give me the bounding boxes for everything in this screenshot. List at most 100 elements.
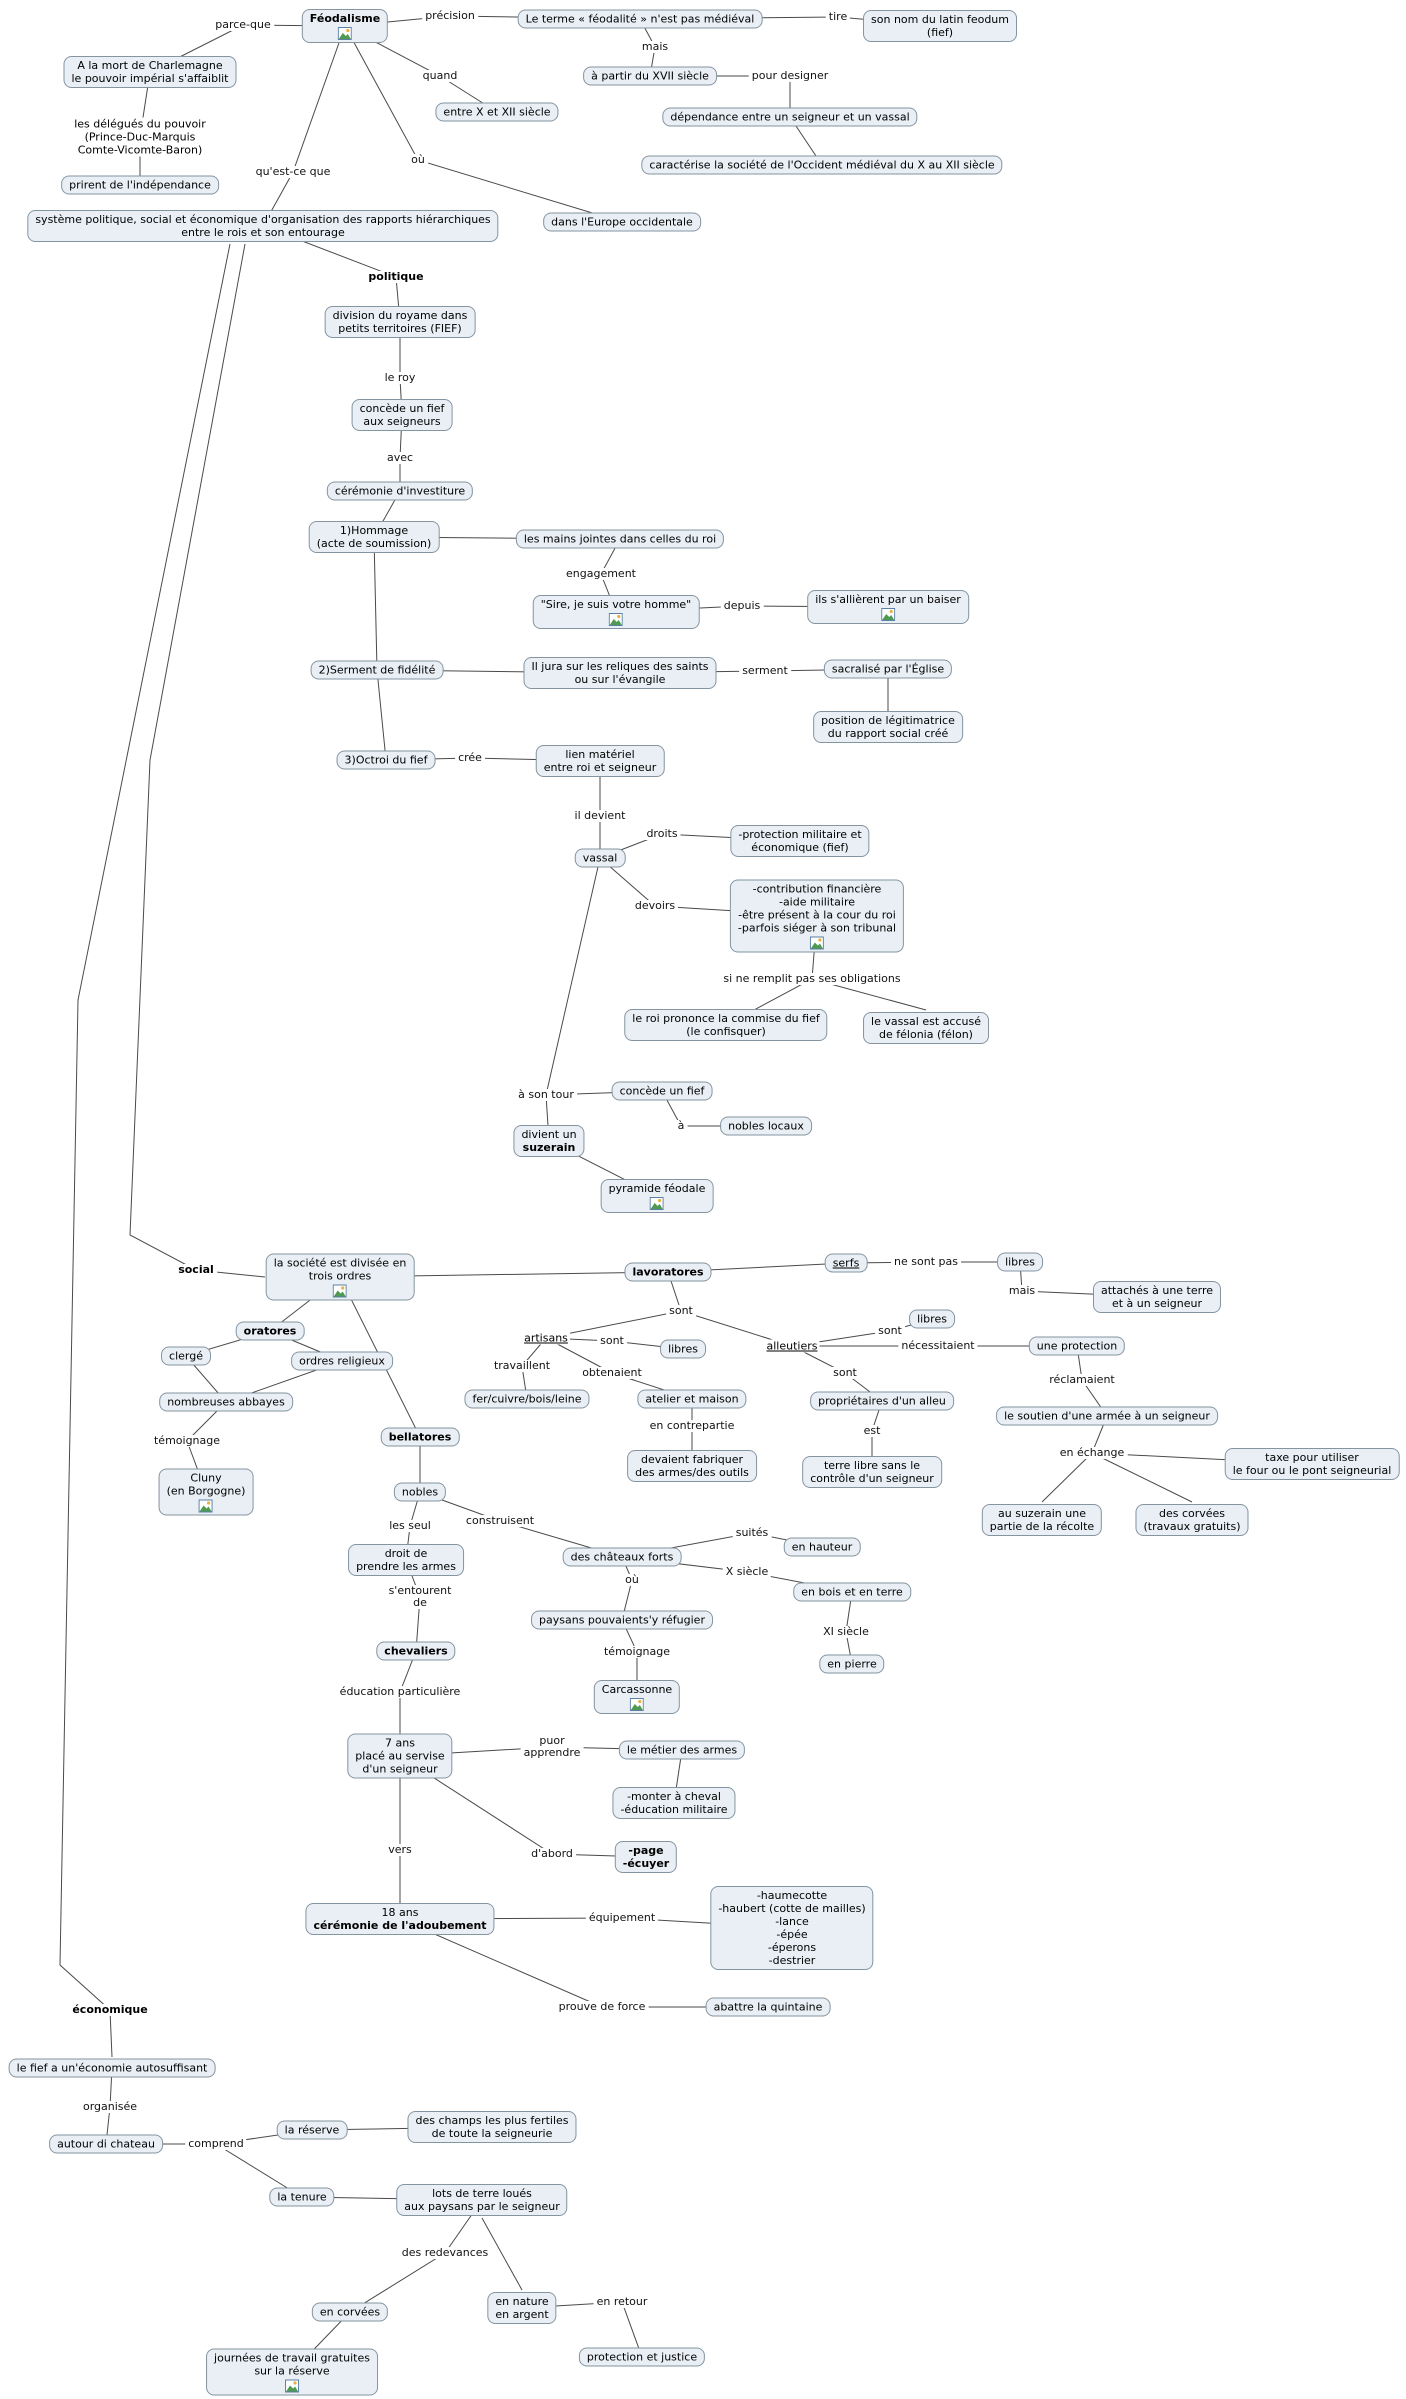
concept-vassal[interactable]: vassal [574,848,626,868]
link-phrase[interactable]: qu'est-ce que [252,166,334,178]
concept-serment2[interactable]: 2)Serment de fidélité [310,660,444,680]
link-phrase[interactable]: sont [830,1367,860,1379]
link-phrase[interactable]: avec [383,452,417,464]
concept-lavoratores[interactable]: lavoratores [624,1262,712,1282]
link-phrase[interactable]: témoignage [600,1646,674,1658]
link-phrase[interactable]: vers [385,1844,415,1856]
link-phrase[interactable]: si ne remplit pas ses obligations [720,973,904,985]
concept-nobles_loc[interactable]: nobles locaux [720,1116,812,1136]
concept-caracterise[interactable]: caractérise la société de l'Occident méd… [641,155,1003,175]
concept-pierre[interactable]: en pierre [819,1654,885,1674]
resource-icon[interactable] [881,608,895,621]
link-phrase[interactable]: pour designer [748,70,832,82]
link-phrase[interactable]: les seul [386,1520,434,1532]
link-phrase[interactable]: politique [365,271,427,283]
link-phrase[interactable]: sont [666,1305,696,1317]
link-phrase[interactable]: d'abord [528,1848,576,1860]
link-phrase[interactable]: serment [739,665,791,677]
concept-hommage[interactable]: 1)Hommage(acte de soumission) [308,521,440,553]
concept-ordres_rel[interactable]: ordres religieux [291,1351,393,1371]
concept-paysans[interactable]: paysans pouvaients'y réfugier [531,1610,713,1630]
concept-en_corvees[interactable]: en corvées [311,2302,389,2322]
link-phrase[interactable]: des redevances [398,2247,492,2259]
link-phrase[interactable]: économique [69,2004,151,2016]
concept-clerge[interactable]: clergé [161,1346,211,1366]
concept-mains[interactable]: les mains jointes dans celles du roi [515,529,725,549]
link-phrase[interactable]: social [175,1264,217,1276]
link-phrase[interactable]: construisent [462,1515,538,1527]
concept-son_nom[interactable]: son nom du latin feodum(fief) [863,10,1017,42]
resource-icon[interactable] [333,1284,347,1298]
concept-entre_x[interactable]: entre X et XII siècle [435,102,559,122]
link-phrase[interactable]: X siècle [722,1566,772,1578]
link-phrase[interactable]: droits [643,828,681,840]
concept-proprietaires[interactable]: propriétaires d'un alleu [810,1391,954,1411]
link-phrase[interactable]: réclamaient [1046,1374,1118,1386]
link-phrase[interactable]: où [622,1574,642,1586]
concept-prot_justice[interactable]: protection et justice [578,2347,706,2367]
link-phrase[interactable]: en retour [593,2296,651,2308]
concept-corvees1[interactable]: des corvées(travaux gratuits) [1135,1504,1249,1536]
link-phrase[interactable]: engagement [563,568,639,580]
concept-protection[interactable]: une protection [1028,1336,1126,1356]
concept-octroi[interactable]: 3)Octroi du fief [336,750,436,770]
concept-delegues[interactable]: les délégués du pouvoir(Prince-Duc-Marqu… [72,117,208,157]
concept-atelier[interactable]: atelier et maison [637,1389,747,1409]
concept-abbayes[interactable]: nombreuses abbayes [159,1392,293,1412]
link-phrase[interactable]: en contrepartie [646,1420,738,1432]
concept-sire[interactable]: "Sire, je suis votre homme" [532,595,700,629]
concept-monter[interactable]: -monter à cheval-éducation militaire [612,1787,736,1819]
resource-icon[interactable] [285,2379,299,2393]
concept-bellatores[interactable]: bellatores [380,1427,460,1447]
link-phrase[interactable]: sont [875,1325,905,1337]
link-phrase[interactable]: il devient [571,810,629,822]
concept-page_ecuyer[interactable]: -page-écuyer [614,1841,678,1873]
concept-metier[interactable]: le métier des armes [618,1740,746,1760]
concept-serfs[interactable]: serfs [824,1253,868,1273]
concept-le_terme[interactable]: Le terme « féodalité » n'est pas médiéva… [517,9,763,29]
link-phrase[interactable]: le roy [381,372,419,384]
concept-chevaliers[interactable]: chevaliers [376,1641,456,1661]
resource-icon[interactable] [810,936,824,950]
link-phrase[interactable]: depuis [720,600,764,612]
concept-tenure[interactable]: la tenure [269,2187,335,2207]
concept-ceremonie[interactable]: cérémonie d'investiture [326,481,474,501]
link-phrase[interactable]: nécessitaient [898,1340,978,1352]
link-phrase[interactable]: est [860,1425,884,1437]
concept-reserve[interactable]: la réserve [276,2120,348,2140]
link-phrase[interactable]: parce-que [212,19,274,31]
resource-icon[interactable] [338,27,352,40]
link-phrase[interactable]: ne sont pas [891,1256,961,1268]
concept-libres3[interactable]: libres [909,1309,955,1329]
link-phrase[interactable]: sont [597,1335,627,1347]
concept-europe[interactable]: dans l'Europe occidentale [543,212,701,232]
link-phrase[interactable]: obtenaient [579,1367,645,1379]
concept-nobles2[interactable]: nobles [393,1482,447,1502]
link-phrase[interactable]: à [674,1120,688,1132]
concept-soutien[interactable]: le soutien d'une armée à un seigneur [996,1406,1218,1426]
link-phrase[interactable]: travaillent [490,1360,554,1372]
resource-icon[interactable] [198,1499,213,1513]
concept-systeme[interactable]: système politique, social et économique … [27,210,499,242]
link-phrase[interactable]: témoignage [150,1435,224,1447]
concept-artisans[interactable]: artisans [522,1331,570,1345]
